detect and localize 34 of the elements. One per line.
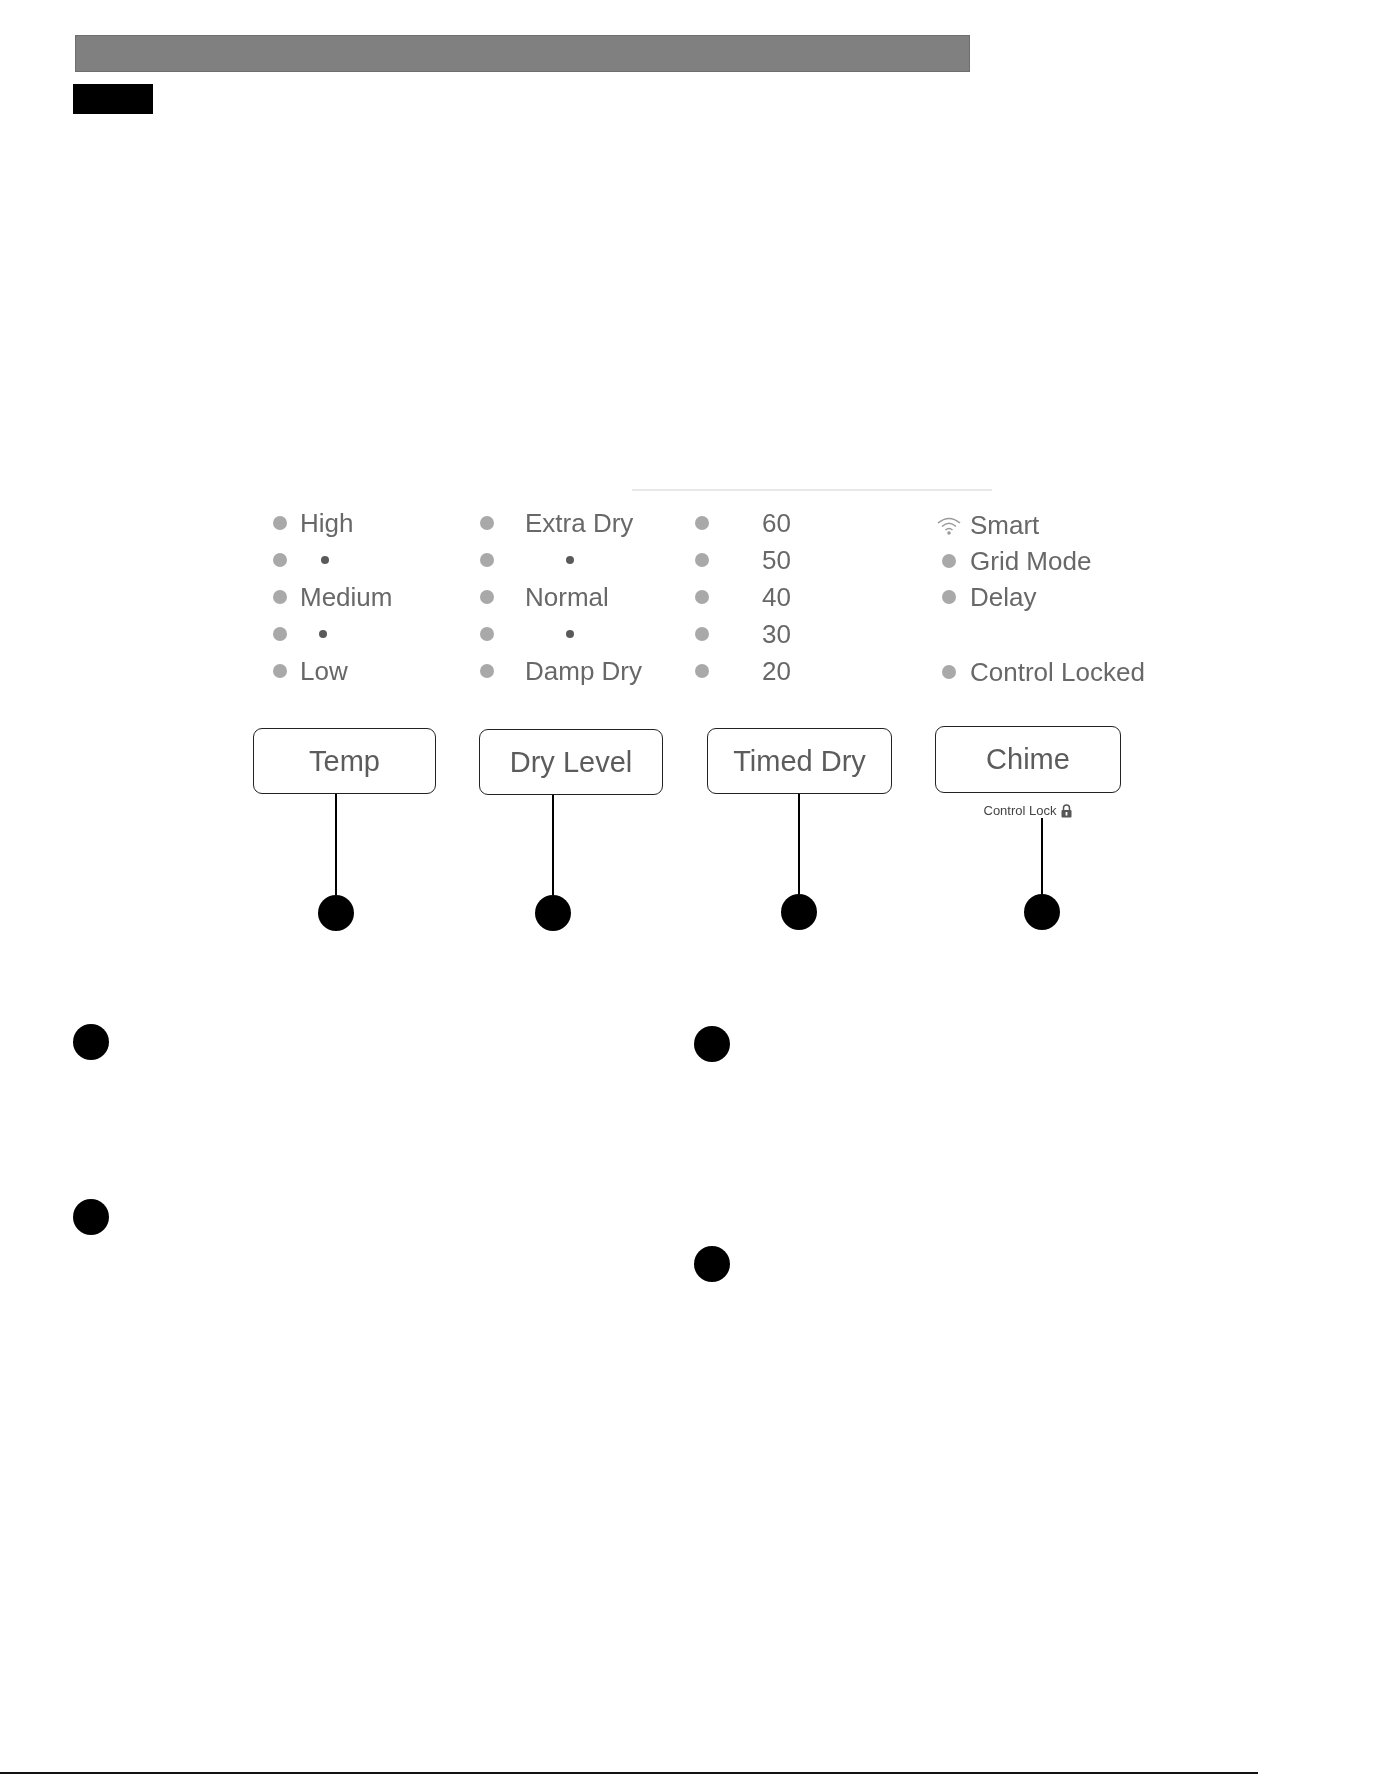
callout-marker-icon	[318, 895, 354, 931]
indicator-label: 50	[762, 545, 791, 575]
indicator-label: 30	[762, 619, 791, 649]
indicator-label: 60	[762, 508, 791, 538]
section-tab	[73, 84, 153, 114]
indicator-label: Smart	[970, 510, 1040, 540]
indicator-label: 20	[762, 656, 791, 686]
leader-line	[335, 793, 337, 896]
indicator-label: 40	[762, 582, 791, 612]
callout-marker-icon	[73, 1199, 109, 1235]
callout-marker-icon	[535, 895, 571, 931]
control-button: Dry Level	[479, 729, 663, 795]
control-button: Timed Dry	[707, 728, 892, 794]
callout-marker-icon	[1024, 894, 1060, 930]
callout-marker-icon	[73, 1024, 109, 1060]
control-button: Chime	[935, 726, 1121, 793]
indicator-label: Damp Dry	[525, 656, 642, 686]
indicator-label: Delay	[970, 582, 1037, 612]
indicator-label: Medium	[300, 582, 393, 612]
callout-marker-icon	[781, 894, 817, 930]
indicator-label: High	[300, 508, 354, 538]
control-button: Temp	[253, 728, 436, 794]
callout-marker-icon	[694, 1026, 730, 1062]
indicator-label: Low	[300, 656, 348, 686]
leader-line	[552, 794, 554, 896]
leader-line	[1041, 817, 1043, 895]
indicator-label: Control Locked	[970, 657, 1145, 687]
callout-marker-icon	[694, 1246, 730, 1282]
button-caption: Control Lock	[983, 803, 1057, 818]
leader-line	[798, 793, 800, 895]
indicator-label: Normal	[525, 582, 609, 612]
indicator-label: Extra Dry	[525, 508, 634, 538]
header-bar	[75, 35, 970, 72]
indicator-label: Grid Mode	[970, 546, 1092, 576]
